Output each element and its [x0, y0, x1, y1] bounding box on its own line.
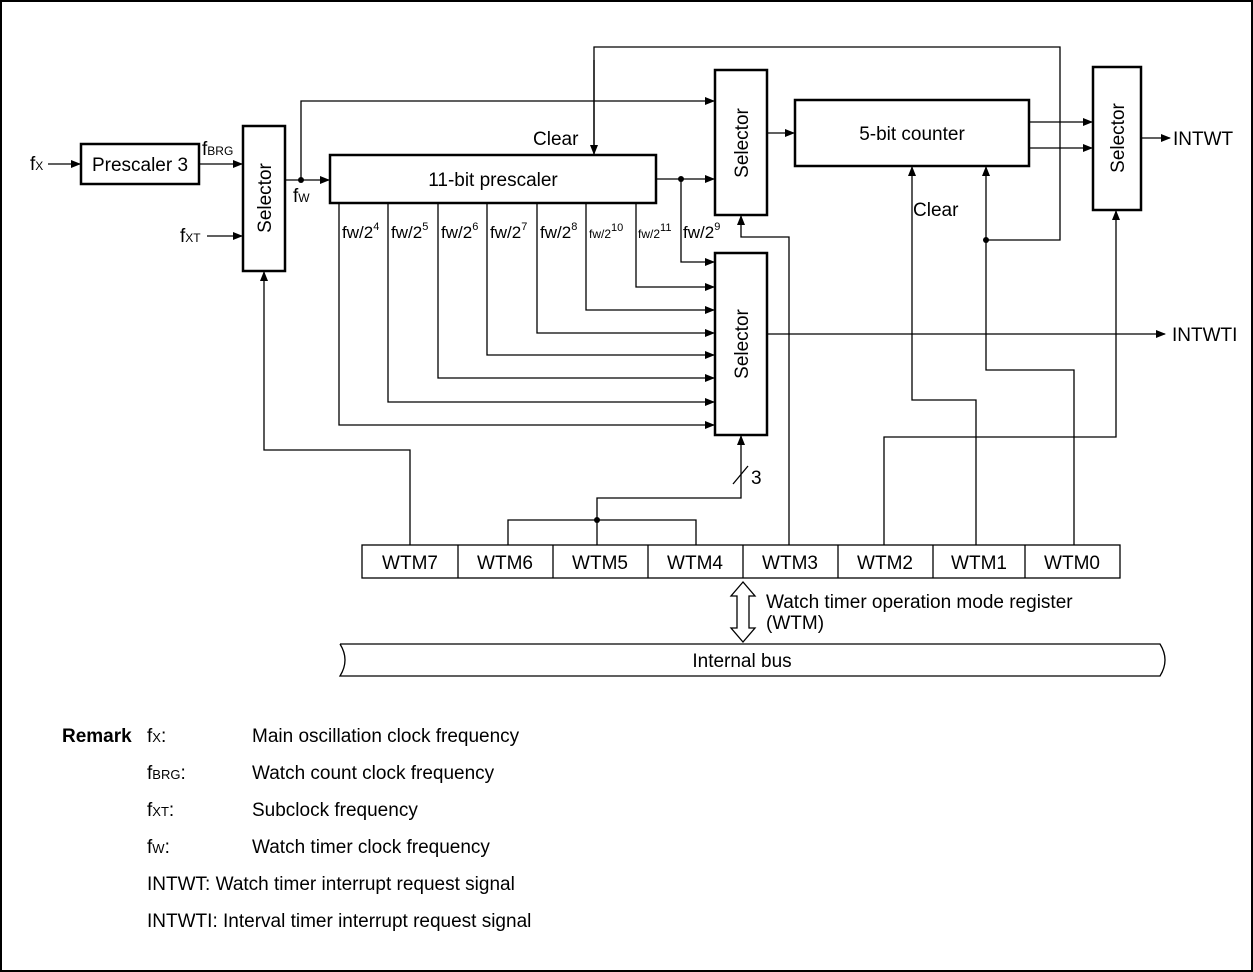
register-bit-wtm4: WTM4: [667, 553, 723, 574]
remark-symbol: fXT:: [147, 800, 175, 821]
remark-title: Remark: [62, 726, 132, 747]
wtm7-wire: [260, 271, 411, 545]
output-selector-label: Selector: [1108, 102, 1129, 172]
register-bit-wtm1: WTM1: [951, 553, 1007, 574]
register-bus-double-arrow: [729, 581, 757, 643]
register-bit-wtm2: WTM2: [857, 553, 913, 574]
intwt-label: INTWT: [1173, 129, 1234, 150]
prescaler3-block: [79, 142, 201, 186]
tap-label-4: fw/24: [342, 221, 379, 242]
remark-description: Watch timer interrupt request signal: [210, 874, 515, 895]
tap8-wire: [536, 203, 715, 337]
tap10-wire: [585, 203, 715, 314]
output-selector-block: [1091, 65, 1143, 212]
register-bit-wtm3: WTM3: [762, 553, 818, 574]
internal-bus-label: Internal bus: [692, 651, 791, 672]
wtm-register: [361, 544, 1121, 579]
tap-label-9: fw/29: [683, 221, 720, 242]
counter5-label: 5-bit counter: [859, 124, 965, 145]
prescaler-clear-label: Clear: [533, 129, 579, 150]
remark-description: Watch count clock frequency: [252, 763, 495, 784]
register-bit-wtm6: WTM6: [477, 553, 533, 574]
bus-width-slash: [732, 465, 749, 485]
wtm-mode-bus-wire: [596, 435, 745, 520]
wtm2-wire: [883, 210, 1120, 545]
register-name-line2: (WTM): [766, 613, 824, 634]
internal-bus-shape: [338, 643, 1166, 677]
tap4-wire: [338, 203, 715, 429]
remark-description: Interval timer interrupt request signal: [217, 911, 532, 932]
register-bit-wtm5: WTM5: [572, 553, 628, 574]
bus-width-label: 3: [751, 468, 762, 489]
interval-selector-block: [713, 251, 769, 437]
remark-symbol: fW:: [147, 837, 170, 858]
tap-label-8: fw/28: [540, 221, 577, 242]
remark-symbol: INTWTI:: [147, 911, 218, 932]
remark-item: fBRG: Watch count clock frequency: [147, 763, 494, 785]
remark-symbol: fX:: [147, 726, 167, 747]
tap-label-5: fw/25: [391, 221, 428, 242]
fw-label: fW: [293, 186, 310, 207]
wtm6-4-bus: [507, 519, 697, 545]
remark-item: fX: Main oscillation clock frequency: [147, 726, 519, 748]
prescaler3-label: Prescaler 3: [92, 155, 188, 176]
remark-symbol: INTWT:: [147, 874, 211, 895]
wtm0-wire: [982, 166, 1075, 545]
tap9-wire: [680, 179, 715, 266]
tap-label-6: fw/26: [441, 221, 478, 242]
register-bit-wtm0: WTM0: [1044, 553, 1100, 574]
register-bit-wtm7: WTM7: [382, 553, 438, 574]
remark-item: INTWTI: Interval timer interrupt request…: [147, 911, 531, 933]
remark-description: Subclock frequency: [252, 800, 418, 821]
tap-label-10: fw/210: [589, 222, 623, 241]
prescaler11-label: 11-bit prescaler: [428, 170, 558, 191]
interval-selector-label: Selector: [732, 308, 753, 378]
wtm0-junction: [983, 237, 989, 243]
counter-clear-label: Clear: [913, 200, 959, 221]
counter-selector-block: [713, 68, 769, 217]
fx-input-label: fX: [30, 154, 43, 175]
tap-label-7: fw/27: [490, 221, 527, 242]
remark-description: Main oscillation clock frequency: [252, 726, 520, 747]
fbrg-label: fBRG: [202, 139, 233, 160]
input-selector-label: Selector: [255, 162, 276, 232]
remark-description: Watch timer clock frequency: [252, 837, 490, 858]
intwti-label: INTWTI: [1172, 325, 1237, 346]
remark-item: fW: Watch timer clock frequency: [147, 837, 490, 859]
tap7-wire: [486, 203, 715, 359]
tap-label-11: fw/211: [638, 222, 671, 241]
remark-symbol: fBRG:: [147, 763, 186, 784]
tap11-wire: [635, 203, 715, 291]
tap5-wire: [387, 203, 715, 406]
register-name-line1: Watch timer operation mode register: [766, 592, 1073, 613]
counter-selector-label: Selector: [732, 107, 753, 177]
remark-item: fXT: Subclock frequency: [147, 800, 418, 822]
tap6-wire: [437, 203, 715, 382]
wtm1-wire: [908, 166, 977, 545]
fw-bypass-wire: [300, 97, 715, 180]
fxt-input-label: fXT: [180, 226, 201, 247]
remark-item: INTWT: Watch timer interrupt request sig…: [147, 874, 515, 896]
wtm3-wire: [737, 215, 790, 545]
